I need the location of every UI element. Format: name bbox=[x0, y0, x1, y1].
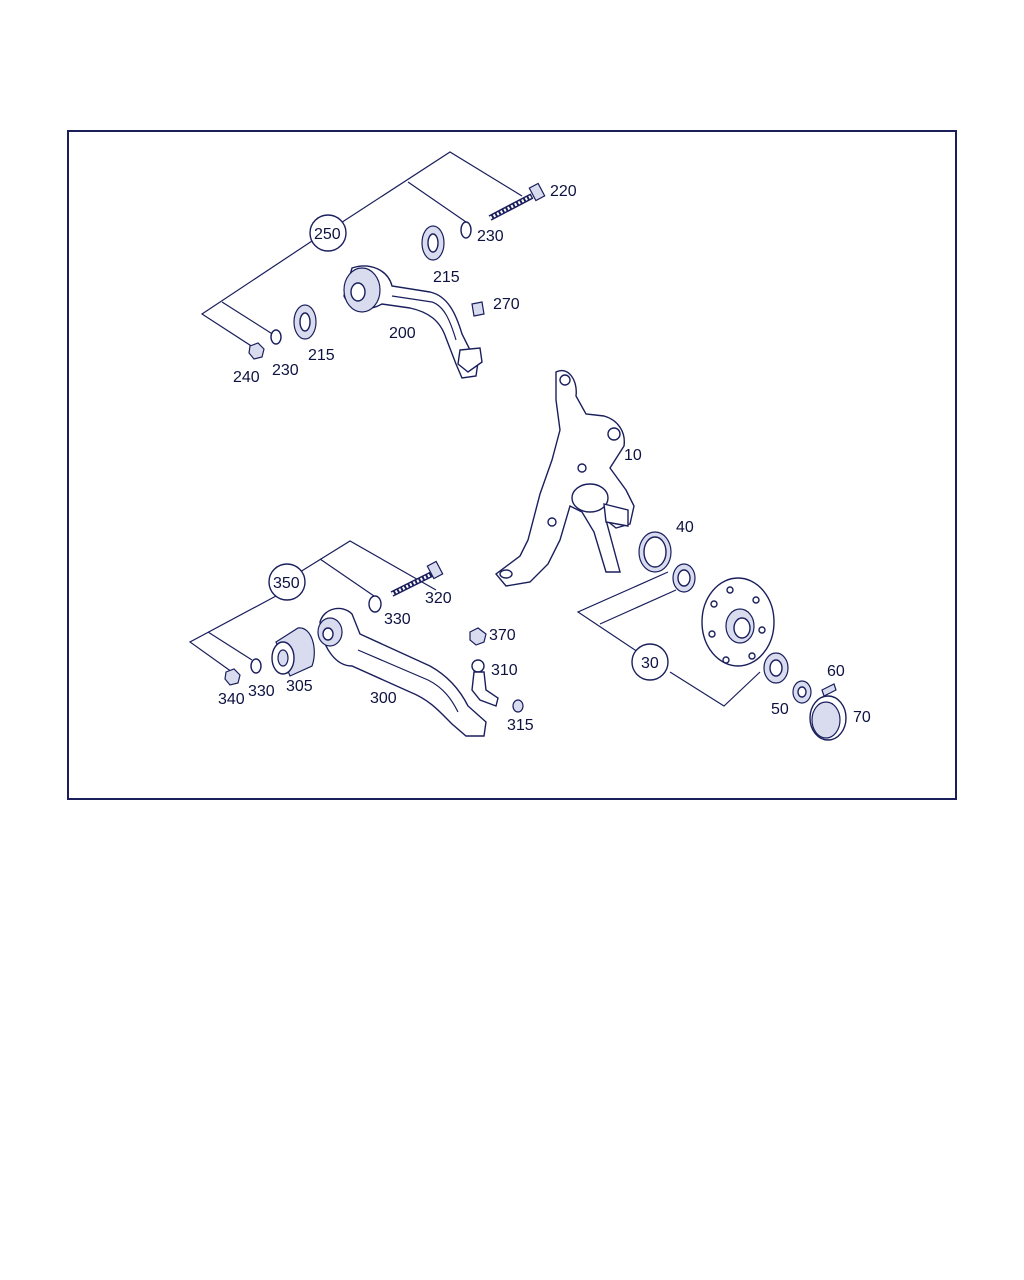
bushing-305 bbox=[271, 627, 315, 677]
callout-230-upper: 230 bbox=[477, 228, 504, 245]
seal-ring-40 bbox=[638, 531, 672, 573]
lower-control-arm bbox=[317, 607, 487, 737]
callout-50: 50 bbox=[771, 701, 789, 718]
callout-215-lower: 215 bbox=[308, 347, 335, 364]
washer-330-upper bbox=[368, 595, 382, 613]
callout-60: 60 bbox=[827, 663, 845, 680]
callout-270: 270 bbox=[493, 296, 520, 313]
nut-240 bbox=[248, 342, 265, 360]
group-circle-350 bbox=[268, 563, 306, 601]
callout-330-lower: 330 bbox=[248, 683, 275, 700]
callout-330-upper: 330 bbox=[384, 611, 411, 628]
callout-215-upper: 215 bbox=[433, 269, 460, 286]
ball-joint-310 bbox=[471, 659, 499, 707]
group-30-leaders bbox=[576, 571, 761, 707]
callout-350: 350 bbox=[273, 575, 300, 592]
bushing-215-upper bbox=[421, 225, 445, 261]
callout-220: 220 bbox=[550, 183, 577, 200]
callout-320: 320 bbox=[425, 590, 452, 607]
washer-230-lower bbox=[270, 329, 282, 345]
upper-control-arm bbox=[343, 265, 483, 379]
steering-knuckle bbox=[494, 369, 635, 587]
callout-300: 300 bbox=[370, 690, 397, 707]
bearing-inner bbox=[672, 563, 696, 593]
nut-370 bbox=[469, 627, 487, 646]
callout-230-lower: 230 bbox=[272, 362, 299, 379]
screw-60 bbox=[821, 683, 837, 697]
group-250-leaders bbox=[200, 151, 523, 350]
washer-330-lower bbox=[250, 658, 262, 674]
callout-370: 370 bbox=[489, 627, 516, 644]
group-350-leaders bbox=[188, 540, 437, 673]
callout-10: 10 bbox=[624, 447, 642, 464]
callout-240: 240 bbox=[233, 369, 260, 386]
group-circle-250 bbox=[309, 214, 347, 252]
callout-30: 30 bbox=[641, 655, 659, 672]
washer-230-upper bbox=[460, 221, 472, 239]
cap-70 bbox=[809, 695, 847, 741]
callout-70: 70 bbox=[853, 709, 871, 726]
callout-305: 305 bbox=[286, 678, 313, 695]
callout-200: 200 bbox=[389, 325, 416, 342]
wheel-hub bbox=[701, 577, 775, 667]
bearing-outer bbox=[763, 652, 789, 684]
nut-315 bbox=[512, 699, 524, 713]
sleeve-270 bbox=[471, 301, 485, 317]
callout-250: 250 bbox=[314, 226, 341, 243]
nut-50 bbox=[792, 680, 812, 704]
bolt-220 bbox=[488, 182, 546, 221]
callout-340: 340 bbox=[218, 691, 245, 708]
bushing-215-lower bbox=[293, 304, 317, 340]
callout-310: 310 bbox=[491, 662, 518, 679]
bolt-320 bbox=[390, 560, 444, 597]
callout-315: 315 bbox=[507, 717, 534, 734]
callout-40: 40 bbox=[676, 519, 694, 536]
nut-340 bbox=[224, 668, 241, 686]
group-circle-30 bbox=[631, 643, 669, 681]
